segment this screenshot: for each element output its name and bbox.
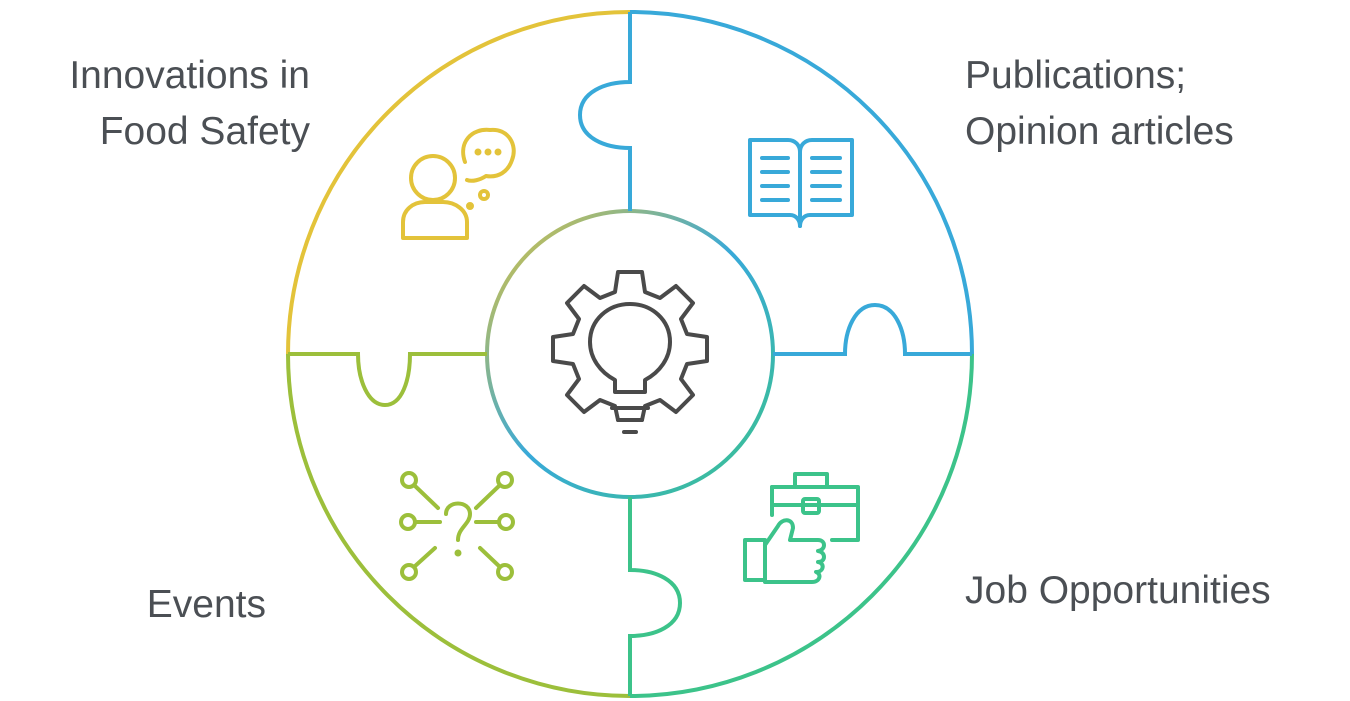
segment-publications-outline [629,10,974,355]
divider-bottom [628,497,683,696]
divider-left [288,352,487,408]
divider-right [773,302,972,356]
label-job-opportunities: Job Opportunities [965,563,1271,619]
label-publications-line-1: Publications; [965,54,1187,97]
network-question-icon [399,471,515,581]
label-innovations-food-safety: Innovations in Food Safety [0,48,310,160]
label-publications: Publications; Opinion articles [965,48,1234,160]
divider-top [577,12,632,211]
label-job-opportunities-line-1: Job Opportunities [965,569,1271,612]
person-thinking-icon [401,127,516,240]
label-innovations-line-1: Innovations in [69,54,310,97]
label-innovations-line-2: Food Safety [99,110,310,153]
briefcase-thumbs-up-icon [743,472,860,584]
open-book-icon [748,138,854,228]
label-events-line-1: Events [146,583,266,626]
label-publications-line-2: Opinion articles [965,110,1234,153]
label-events: Events [0,577,266,633]
center-circle [485,209,775,499]
gear-lightbulb-icon [551,270,709,434]
segment-jobs-outline [629,353,974,698]
segment-events-outline [286,353,631,698]
segment-innovations-outline [286,10,631,355]
